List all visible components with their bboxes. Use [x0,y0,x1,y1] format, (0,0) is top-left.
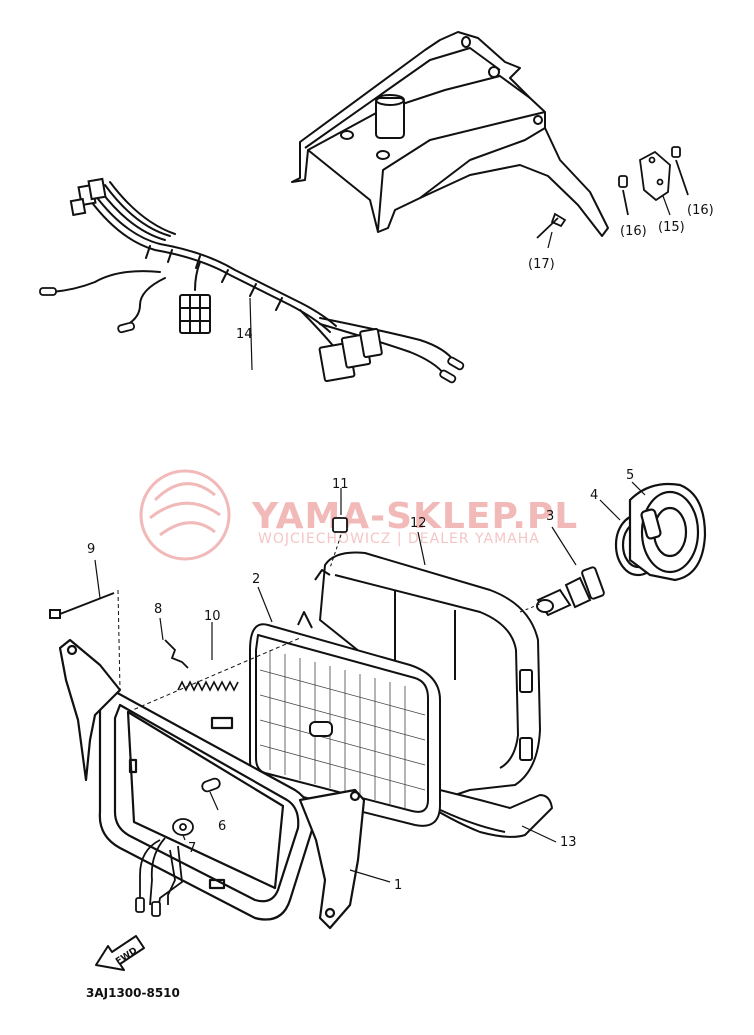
nut-16-right [671,146,689,196]
label-1: 1 [394,878,402,893]
clip-8 [164,639,189,669]
nut-16-left [618,175,629,216]
label-7: 7 [188,841,196,856]
pilot-bulb-6 [201,777,221,793]
label-15: (15) [658,220,685,235]
label-14: 14 [236,327,253,342]
forward-arrow-icon [95,935,145,971]
harness-connector-center [179,294,211,334]
label-3: 3 [546,509,554,524]
label-12: 12 [410,516,427,531]
forward-arrow: FWD [95,935,145,971]
spring-10 [177,680,239,692]
watermark: YAMA-SKLEP.PL WOJCIECHOWICZ | DEALER YAM… [139,469,578,561]
label-5: 5 [626,468,634,483]
bolt-17 [536,212,567,239]
label-8: 8 [154,602,162,617]
label-10: 10 [204,609,221,624]
watermark-subtitle: WOJCIECHOWICZ | DEALER YAMAHA [258,531,540,547]
label-2: 2 [252,572,260,587]
watermark-logo [139,469,231,561]
plate-15 [639,150,671,202]
label-16-right: (16) [687,203,714,218]
adjusting-screw-9 [49,592,115,619]
label-6: 6 [218,819,226,834]
label-13: 13 [560,835,577,850]
leader-lines [182,297,557,883]
grommet-11 [332,517,348,533]
label-11: 11 [332,477,349,492]
headlight-lens-unit-2 [249,611,441,827]
harness-connector-right [318,327,383,383]
label-9: 9 [87,542,95,557]
label-16-left: (16) [620,224,647,239]
headlight-stay-bracket [291,31,609,237]
harness-terminals [39,287,465,384]
bulb-cover-5 [628,482,707,582]
diagram-code: 3AJ1300-8510 [86,986,180,1000]
lens-pattern [259,650,426,808]
watermark-title: YAMA-SKLEP.PL [251,496,578,537]
harness-connector-top [69,177,107,217]
part-labels: 1 2 3 4 5 6 7 8 9 10 11 12 13 14 (15) (1… [87,203,714,893]
label-4: 4 [590,488,598,503]
headlight-bulb-3 [536,566,605,617]
wire-harness-14 [51,181,456,376]
label-17: (17) [528,257,555,272]
